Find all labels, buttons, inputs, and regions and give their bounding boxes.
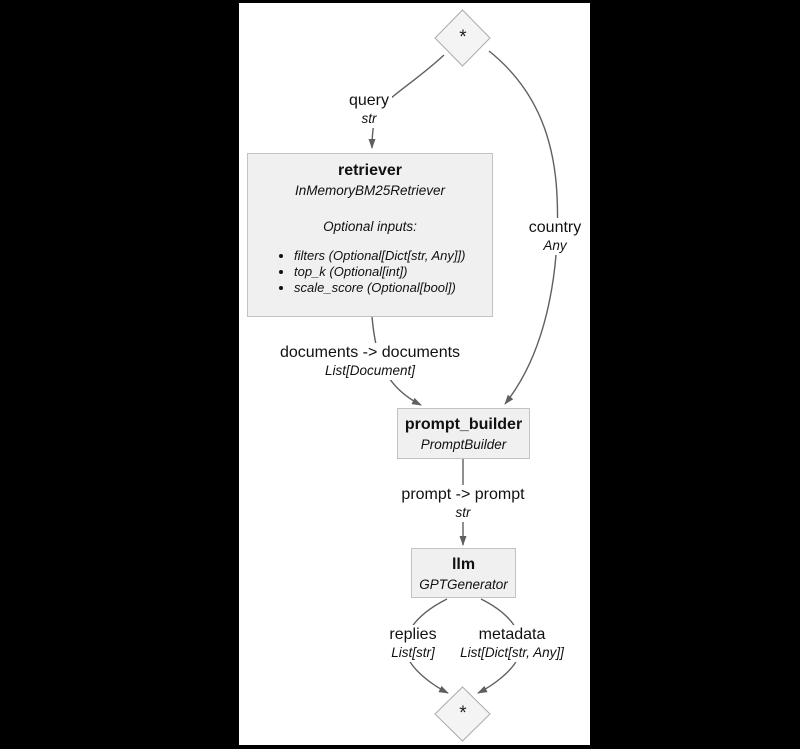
optional-input-item: top_k (Optional[int]) <box>294 264 492 280</box>
node-prompt-builder-class: PromptBuilder <box>420 437 507 452</box>
edge-label-country: country Any <box>525 218 585 255</box>
node-llm: llm GPTGenerator <box>411 548 516 598</box>
edge-country-type: Any <box>543 238 567 253</box>
exit-node-symbol: * <box>459 703 467 724</box>
edge-prompt-name: prompt -> prompt <box>401 486 525 503</box>
node-retriever-optional-header: Optional inputs: <box>323 219 417 234</box>
edge-country-line <box>488 50 559 405</box>
entry-diamond <box>434 9 491 67</box>
optional-input-item: filters (Optional[Dict[str, Any]]) <box>294 248 492 264</box>
node-retriever-optional-list: filters (Optional[Dict[str, Any]]) top_k… <box>248 248 492 296</box>
edge-documents-type: List[Document] <box>324 363 416 378</box>
edge-replies-name: replies <box>389 626 437 643</box>
optional-input-item: scale_score (Optional[bool]) <box>294 280 492 296</box>
edge-country-name: country <box>528 219 582 236</box>
edge-label-query: query str <box>345 91 393 128</box>
node-llm-class: GPTGenerator <box>419 577 508 592</box>
edge-query-name: query <box>348 92 390 109</box>
node-prompt-builder-title: prompt_builder <box>404 416 523 433</box>
node-retriever-class: InMemoryBM25Retriever <box>294 183 446 198</box>
edge-label-documents: documents -> documents List[Document] <box>276 343 464 380</box>
edge-label-prompt: prompt -> prompt str <box>398 485 528 522</box>
edge-metadata-name: metadata <box>478 626 546 643</box>
edge-label-replies: replies List[str] <box>386 625 440 662</box>
edge-metadata-type: List[Dict[str, Any]] <box>460 645 564 660</box>
edge-label-metadata: metadata List[Dict[str, Any]] <box>457 625 567 662</box>
edge-replies-type: List[str] <box>391 645 435 660</box>
node-prompt-builder: prompt_builder PromptBuilder <box>397 408 530 459</box>
edge-prompt-type: str <box>455 505 471 520</box>
exit-diamond <box>434 686 491 742</box>
node-retriever: retriever InMemoryBM25Retriever Optional… <box>247 153 493 317</box>
node-llm-title: llm <box>451 556 476 573</box>
edge-query-type: str <box>361 111 377 126</box>
node-retriever-title: retriever <box>337 162 403 179</box>
edge-documents-name: documents -> documents <box>279 344 461 361</box>
entry-node-symbol: * <box>459 27 467 48</box>
